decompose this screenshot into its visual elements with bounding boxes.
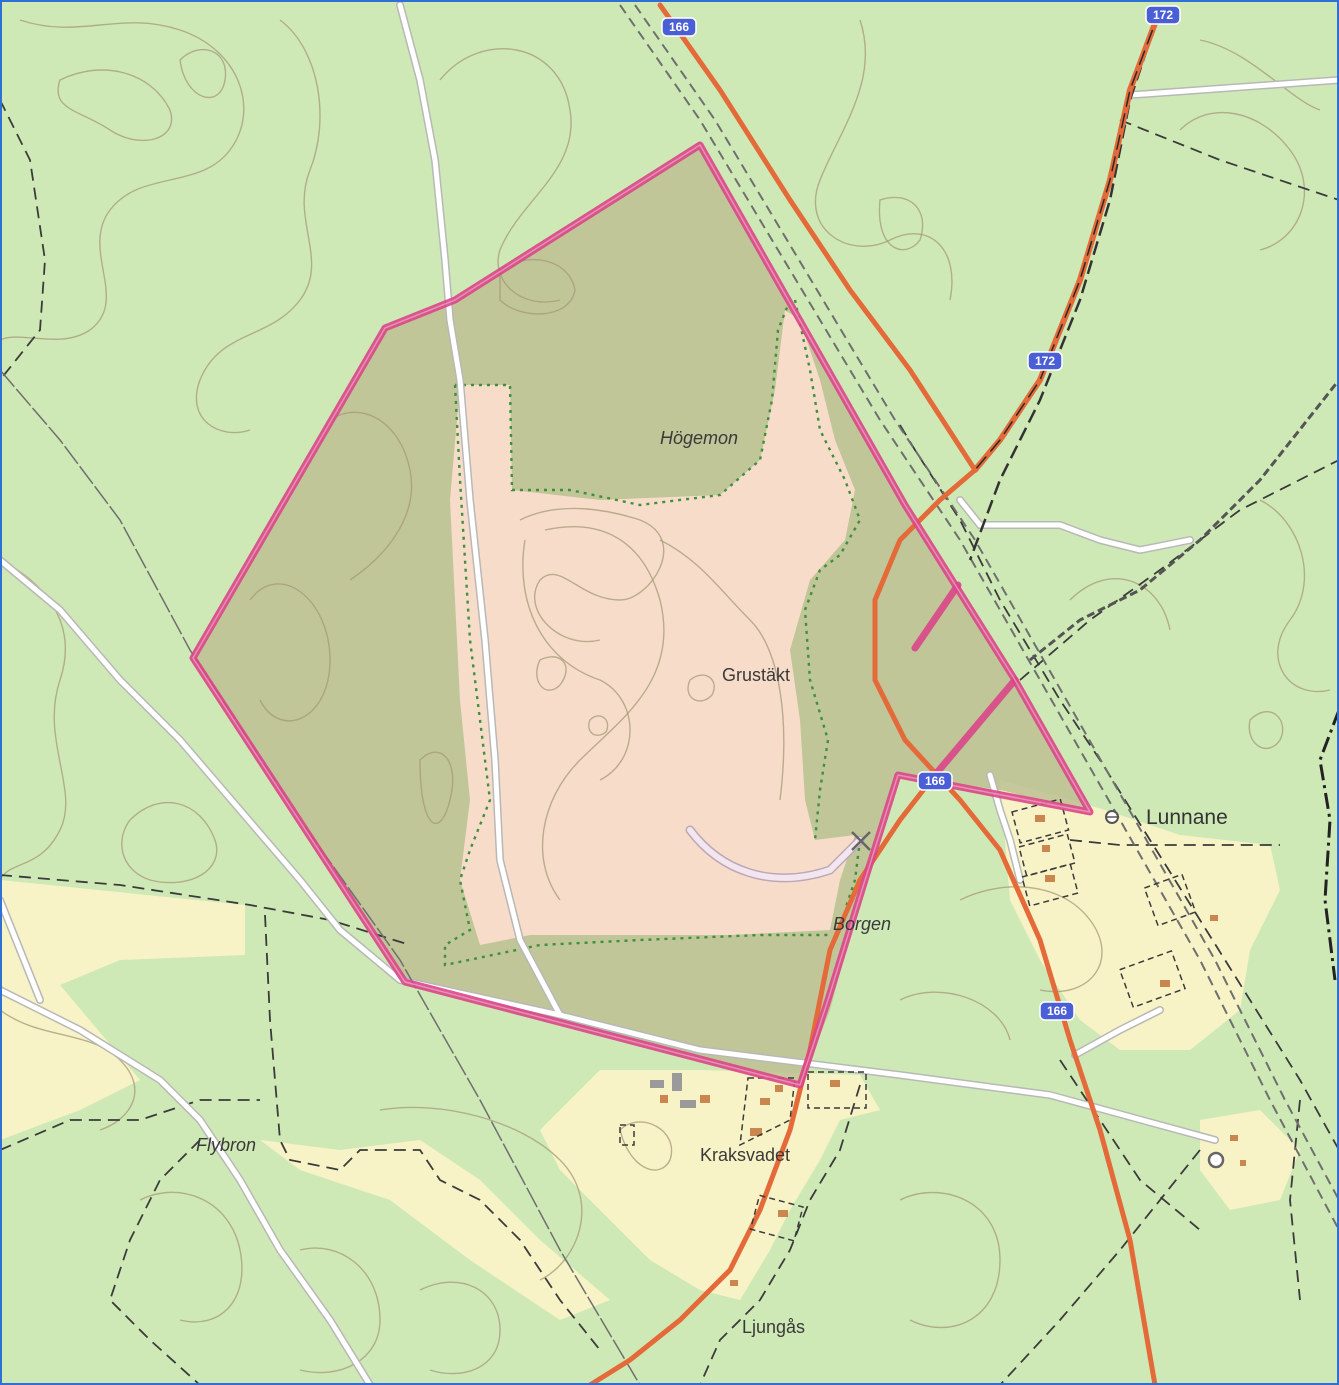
svg-text:172: 172 — [1035, 354, 1055, 368]
label-grustakt: Grustäkt — [722, 665, 790, 685]
road-shield-166-north: 166 — [661, 17, 697, 37]
open-land-areas — [0, 780, 1300, 1320]
label-lunnane: Lunnane — [1146, 806, 1228, 829]
crossed-tools-icon — [851, 831, 871, 851]
label-kraksvadet: Kraksvadet — [700, 1145, 790, 1165]
svg-text:166: 166 — [925, 774, 945, 788]
svg-text:166: 166 — [669, 20, 689, 34]
svg-text:172: 172 — [1153, 8, 1173, 22]
road-shield-172-mid: 172 — [1027, 351, 1063, 371]
road-shield-172-north: 172 — [1145, 5, 1181, 25]
label-flybron: Flybron — [196, 1135, 256, 1155]
road-shield-166-junction: 166 — [917, 771, 953, 791]
halt-ring-icon — [1207, 1151, 1225, 1169]
label-hogemon: Högemon — [660, 428, 738, 448]
gravel-pit-area — [450, 310, 855, 945]
forest-edge-lines — [443, 299, 862, 967]
buildings — [650, 815, 1246, 1286]
label-borgen: Borgen — [833, 914, 891, 934]
road-shield-166-south: 166 — [1039, 1001, 1075, 1021]
area-boundary — [189, 141, 1094, 1089]
road-166 — [657, 2, 1158, 1385]
contour-lines — [0, 19, 1331, 1375]
label-ljungas: Ljungås — [742, 1317, 805, 1337]
svg-text:166: 166 — [1047, 1004, 1067, 1018]
